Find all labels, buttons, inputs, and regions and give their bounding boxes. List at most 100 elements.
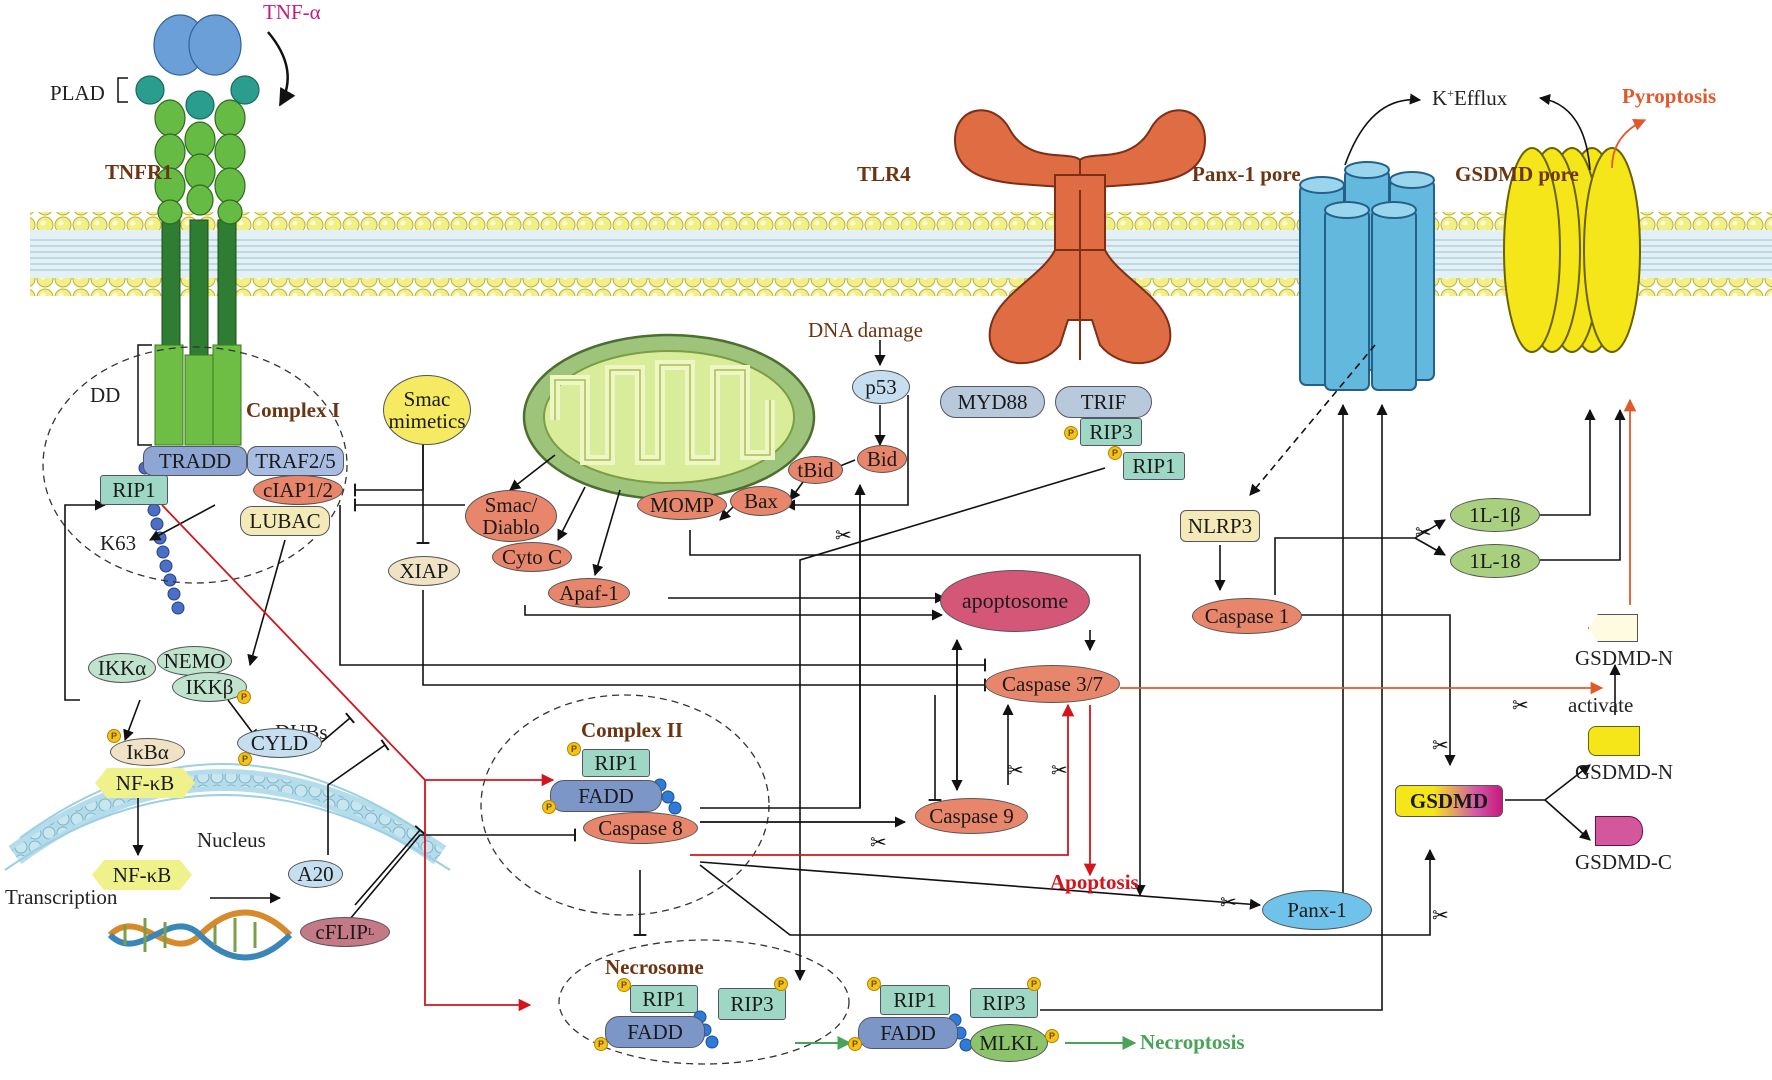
gsdmd-c-label: GSDMD-C: [1575, 850, 1672, 874]
cleavage-scissors-icon: ✂: [1051, 758, 1068, 782]
nuclear-membrane: [4, 763, 451, 871]
ikkb-node: IKKβ: [172, 672, 247, 702]
gsdmd-pore: [1503, 147, 1641, 353]
rip3-necrosome-node: RIP3: [718, 988, 786, 1020]
gsdmd-n-activated-shape: [1588, 614, 1638, 642]
gsdmd-n-shape: [1588, 726, 1640, 756]
phospho-icon: P: [1064, 426, 1078, 440]
fadd-necrosome-node: FADD: [605, 1016, 705, 1048]
necroptosis-label: Necroptosis: [1140, 1030, 1245, 1054]
phospho-icon: P: [848, 1037, 862, 1051]
complex-ii-title: Complex II: [581, 718, 684, 742]
smac-diablo-node: Smac/Diablo: [465, 490, 557, 542]
complex-i-title: Complex I: [246, 398, 340, 422]
phospho-icon: P: [774, 977, 788, 991]
cyto-c-node: Cyto C: [492, 542, 572, 572]
tlr4-receptor: [953, 109, 1207, 365]
panx1-pore-label: Panx-1 pore: [1192, 162, 1301, 186]
phospho-icon: P: [1027, 977, 1041, 991]
rip1-tlr-node: RIP1: [1123, 452, 1185, 480]
phospho-icon: P: [238, 752, 252, 766]
transcription-label: Transcription: [5, 885, 118, 909]
rip1-complex-i-node: RIP1: [100, 475, 168, 505]
gsdmd-n-label: GSDMD-N: [1575, 760, 1674, 784]
phospho-icon: P: [1108, 446, 1122, 460]
phospho-icon: P: [617, 978, 631, 992]
phospho-icon: P: [567, 742, 581, 756]
tnf-alpha-label: TNF-α: [263, 0, 321, 24]
panx1-pore: [1299, 161, 1435, 391]
apoptosis-label: Apoptosis: [1050, 870, 1139, 894]
phospho-icon: P: [237, 690, 251, 704]
tlr4-label: TLR4: [857, 162, 911, 186]
nfkb-cytoplasm-node: NF-κB: [95, 768, 195, 798]
panx1-node: Panx-1: [1262, 890, 1372, 930]
nfkb-nucleus-node: NF-κB: [92, 860, 192, 890]
lubac-node: LUBAC: [240, 506, 330, 536]
gsdmd-n-activated-label: GSDMD-N: [1575, 646, 1674, 670]
cleavage-scissors-icon: ✂: [1007, 758, 1024, 782]
il18-node: 1L-18: [1450, 544, 1540, 578]
k-efflux-label: K+Efflux: [1432, 86, 1508, 110]
cleavage-scissors-icon: ✂: [1512, 693, 1529, 717]
caspase9-node: Caspase 9: [915, 798, 1028, 834]
myd88-node: MYD88: [940, 386, 1045, 418]
nlrp3-node: NLRP3: [1180, 510, 1260, 542]
caspase8-node: Caspase 8: [583, 812, 698, 844]
ikba-node: IκBα: [110, 738, 185, 766]
gsdmd-pore-label: GSDMD pore: [1455, 162, 1579, 186]
xiap-node: XIAP: [388, 556, 460, 586]
a20-node: A20: [288, 860, 343, 888]
bax-node: Bax: [730, 486, 792, 516]
rip1-complex-ii-node: RIP1: [582, 749, 650, 777]
dna-damage-label: DNA damage: [808, 318, 923, 342]
dna-helix: [107, 909, 293, 961]
mitochondrion: [522, 333, 816, 501]
pathway-arrows: [64, 93, 1626, 1011]
cleavage-scissors-icon: ✂: [1432, 733, 1449, 757]
necrosome-boundary: [558, 939, 850, 1065]
cyld-node: CYLD: [237, 728, 322, 758]
complex-i-boundary: [42, 346, 348, 584]
apoptosome-node: apoptosome: [940, 570, 1090, 632]
nemo-node: NEMO: [157, 646, 232, 676]
tnfr1-receptor: [117, 14, 296, 615]
ikka-node: IKKα: [88, 653, 156, 683]
necrosome-title: Necrosome: [605, 955, 704, 979]
cleavage-scissors-icon: ✂: [870, 830, 887, 854]
activate-label: activate: [1568, 693, 1634, 717]
tnfr1-label: TNFR1: [105, 160, 173, 184]
phospho-icon: P: [542, 800, 556, 814]
rip3-tlr-node: RIP3: [1080, 418, 1142, 446]
pyroptosis-label: Pyroptosis: [1622, 84, 1717, 108]
caspase37-node: Caspase 3/7: [985, 665, 1120, 703]
phospho-icon: P: [107, 729, 121, 743]
k63-label: K63: [100, 531, 137, 555]
apaf1-node: Apaf-1: [548, 578, 630, 608]
fadd-complex-ii-node: FADD: [550, 780, 662, 812]
p53-node: p53: [852, 370, 910, 404]
ciap12-node: cIAP1/2: [253, 475, 343, 505]
nucleus-label: Nucleus: [197, 828, 266, 852]
plad-label: PLAD: [50, 81, 105, 105]
cleavage-scissors-icon: ✂: [1220, 890, 1237, 914]
bid-node: Bid: [857, 445, 907, 473]
orange-pathway: [1120, 118, 1647, 695]
rip1-necrosome-node: RIP1: [630, 985, 698, 1013]
mlkl-node: MLKL: [970, 1024, 1048, 1062]
traf25-node: TRAF2/5: [247, 446, 344, 476]
complex-ii-boundary: [480, 694, 770, 916]
rip1-output-node: RIP1: [880, 985, 950, 1015]
rip3-output-node: RIP3: [970, 988, 1038, 1018]
gsdmd-c-shape: [1595, 816, 1643, 846]
fadd-output-node: FADD: [858, 1017, 958, 1049]
trif-node: TRIF: [1055, 386, 1152, 418]
il1b-node: 1L-1β: [1450, 498, 1540, 532]
tradd-node: TRADD: [143, 446, 247, 476]
gsdmd-node: GSDMD: [1395, 785, 1503, 817]
phospho-icon: P: [594, 1037, 608, 1051]
dd-label: DD: [90, 383, 121, 407]
